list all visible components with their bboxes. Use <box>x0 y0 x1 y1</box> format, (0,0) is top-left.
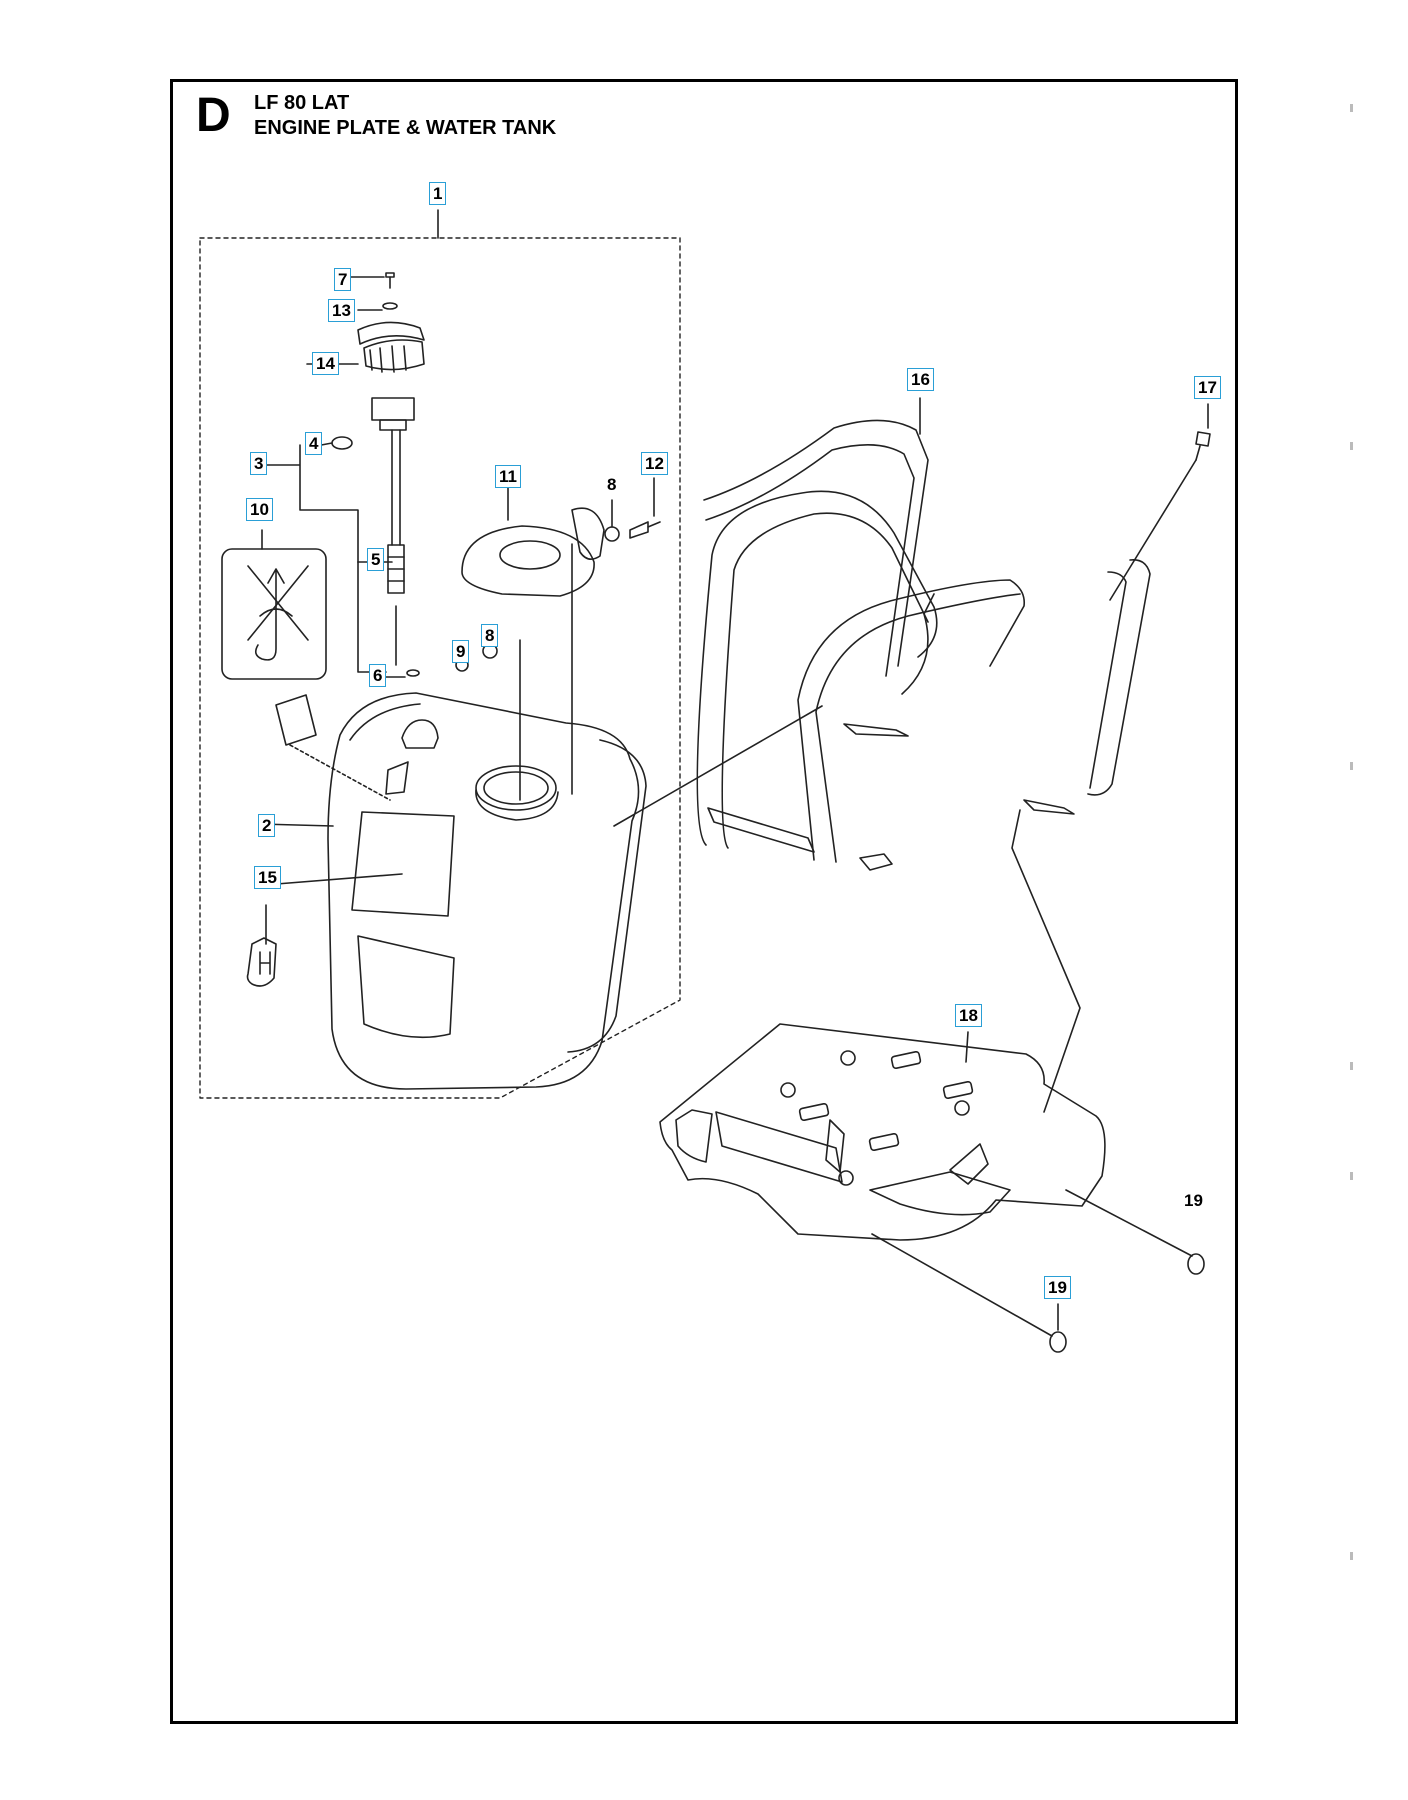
callout-7: 7 <box>334 268 352 291</box>
cap-screw-part <box>385 272 395 289</box>
callout-6: 6 <box>369 664 387 687</box>
frame-16-part <box>696 419 1151 871</box>
emblem-15-part <box>246 937 277 987</box>
bolt-17-part <box>1195 431 1211 461</box>
callout-1: 1 <box>429 182 447 205</box>
callout-2: 2 <box>258 814 276 837</box>
model-name: LF 80 LAT <box>254 92 350 114</box>
edge-mark <box>1350 1062 1353 1070</box>
edge-mark <box>1350 1172 1353 1180</box>
oring-6-part <box>406 669 420 677</box>
washer-13-part <box>382 302 398 310</box>
callout-9: 9 <box>452 640 470 663</box>
tank-cap-part <box>357 321 425 373</box>
bolt-12-part <box>629 521 661 539</box>
callout-19b: 19 <box>1044 1276 1071 1299</box>
callout-12: 12 <box>641 452 668 475</box>
section-letter: D <box>196 89 231 142</box>
washer-19a-part <box>1187 1253 1205 1275</box>
callout-10: 10 <box>246 498 273 521</box>
edge-mark <box>1350 104 1353 112</box>
callout-8b: 8 <box>481 624 499 647</box>
washer-4-part <box>331 436 353 450</box>
engine-plate-18-part <box>659 1023 1106 1241</box>
edge-mark <box>1350 1552 1353 1560</box>
edge-mark <box>1350 762 1353 770</box>
callout-4: 4 <box>305 432 323 455</box>
callout-14: 14 <box>312 352 339 375</box>
callout-19a: 19 <box>1184 1191 1203 1210</box>
callout-15: 15 <box>254 866 281 889</box>
holder-11-part <box>461 507 605 597</box>
decal-10-part <box>221 548 327 680</box>
callout-17: 17 <box>1194 376 1221 399</box>
callout-11: 11 <box>495 465 521 488</box>
diagram-title: ENGINE PLATE & WATER TANK <box>254 117 557 139</box>
callout-18: 18 <box>955 1004 982 1027</box>
washer-19b-part <box>1049 1331 1067 1353</box>
callout-16: 16 <box>907 368 934 391</box>
callout-5: 5 <box>367 548 385 571</box>
water-tank-part <box>327 692 647 1090</box>
decal-label-part <box>275 694 317 746</box>
assembly-1-boundary <box>199 237 681 1099</box>
edge-mark <box>1350 442 1353 450</box>
filler-neck-part <box>371 397 415 594</box>
callout-13: 13 <box>328 299 355 322</box>
diagram-frame <box>170 79 1238 1724</box>
washer-8b-part <box>604 526 620 542</box>
callout-8a: 8 <box>607 475 617 494</box>
callout-3: 3 <box>250 452 268 475</box>
